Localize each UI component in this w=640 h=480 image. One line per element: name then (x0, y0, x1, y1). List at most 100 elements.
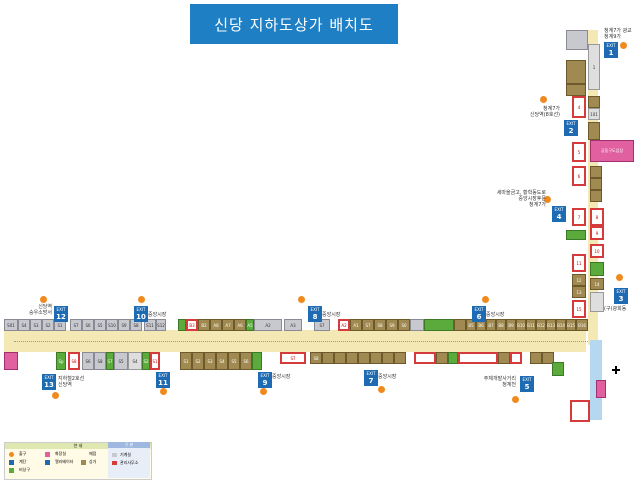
shop[interactable]: B7 (486, 319, 496, 331)
shop[interactable]: S11 (144, 319, 156, 331)
shop[interactable]: 9 (590, 226, 604, 240)
shop[interactable]: S3 (30, 319, 42, 331)
shop[interactable] (510, 352, 522, 364)
shop[interactable]: S6 (240, 352, 252, 370)
shop[interactable]: B9 (506, 319, 516, 331)
shop[interactable] (552, 362, 564, 376)
shop[interactable]: 12 (572, 274, 586, 286)
shop[interactable]: S8 (94, 352, 106, 370)
shop[interactable]: S6 (82, 319, 94, 331)
shop[interactable]: A7 (222, 319, 234, 331)
shop[interactable]: S9 (118, 319, 130, 331)
shop[interactable]: 15 (572, 300, 586, 318)
shop[interactable]: S2 (192, 352, 204, 370)
shop[interactable] (410, 319, 424, 331)
shop[interactable]: S1 (150, 352, 160, 370)
shop[interactable]: S4 (18, 319, 30, 331)
shop[interactable]: S8 (68, 352, 80, 370)
shop[interactable] (448, 352, 458, 364)
shop[interactable] (454, 319, 466, 331)
shop[interactable]: 5 (572, 142, 586, 162)
shop[interactable] (334, 352, 346, 364)
shop[interactable] (424, 319, 454, 331)
shop[interactable] (346, 352, 358, 364)
shop[interactable]: 11 (572, 254, 586, 272)
shop[interactable]: 7 (572, 208, 586, 226)
shop[interactable]: A2 (254, 319, 282, 331)
shop[interactable]: B3 (186, 319, 198, 331)
shop[interactable]: 13 (572, 286, 586, 298)
shop[interactable] (566, 230, 586, 240)
shop[interactable]: S6 (82, 352, 94, 370)
shop[interactable]: S4 (128, 352, 142, 370)
shop[interactable]: S3 (204, 352, 216, 370)
shop[interactable]: Sp (56, 352, 66, 370)
shop[interactable] (498, 352, 510, 364)
shop[interactable]: B5 (466, 319, 476, 331)
shop[interactable] (570, 400, 590, 422)
shop[interactable]: A3 (284, 319, 302, 331)
shop[interactable] (458, 352, 498, 364)
shop[interactable]: B11 (526, 319, 536, 331)
shop[interactable]: B8 (496, 319, 506, 331)
shop[interactable]: S8 (310, 352, 322, 364)
shop[interactable]: 6 (572, 166, 586, 186)
shop[interactable]: 10 (590, 244, 604, 258)
shop[interactable]: S2 (142, 352, 150, 370)
shop[interactable]: A2 (338, 319, 350, 331)
shop[interactable]: A1 (350, 319, 362, 331)
shop[interactable] (252, 352, 262, 370)
shop[interactable]: A8 (210, 319, 222, 331)
shop[interactable] (590, 292, 604, 312)
shop[interactable]: B16 (576, 319, 588, 331)
shop[interactable]: A6 (234, 319, 246, 331)
shop[interactable] (178, 319, 186, 331)
shop[interactable]: S01 (4, 319, 18, 331)
shop[interactable]: S7 (362, 319, 374, 331)
shop[interactable] (588, 96, 600, 108)
shop[interactable] (542, 352, 554, 364)
shop[interactable]: B12 (536, 319, 546, 331)
shop[interactable] (566, 84, 586, 96)
shop[interactable]: 101 (588, 108, 600, 120)
shop[interactable] (566, 30, 588, 50)
shop[interactable] (530, 352, 542, 364)
shop[interactable]: B14 (556, 319, 566, 331)
shop[interactable]: S9 (386, 319, 398, 331)
shop[interactable] (382, 352, 394, 364)
shop[interactable]: S5 (94, 319, 106, 331)
shop[interactable]: S7 (280, 352, 306, 364)
shop[interactable]: B13 (546, 319, 556, 331)
shop[interactable] (590, 178, 602, 190)
shop[interactable]: S7 (314, 319, 330, 331)
shop[interactable]: 1 (588, 44, 600, 90)
shop[interactable] (590, 166, 602, 178)
shop[interactable]: 8 (590, 208, 604, 226)
shop[interactable]: 14 (590, 278, 604, 290)
shop[interactable] (394, 352, 406, 364)
shop[interactable]: S2 (42, 319, 54, 331)
shop[interactable]: S5 (228, 352, 240, 370)
shop[interactable]: S4 (216, 352, 228, 370)
shop[interactable] (322, 352, 334, 364)
shop[interactable] (566, 60, 586, 84)
shop[interactable] (358, 352, 370, 364)
shop[interactable] (370, 352, 382, 364)
shop[interactable]: S1 (180, 352, 192, 370)
shop[interactable]: 공동구도입장 (590, 140, 634, 162)
shop[interactable]: S8 (374, 319, 386, 331)
shop[interactable]: 4 (572, 96, 586, 118)
shop[interactable]: S7 (70, 319, 82, 331)
shop[interactable]: S7 (106, 352, 114, 370)
shop[interactable]: B10 (516, 319, 526, 331)
shop[interactable]: A5 (246, 319, 254, 331)
